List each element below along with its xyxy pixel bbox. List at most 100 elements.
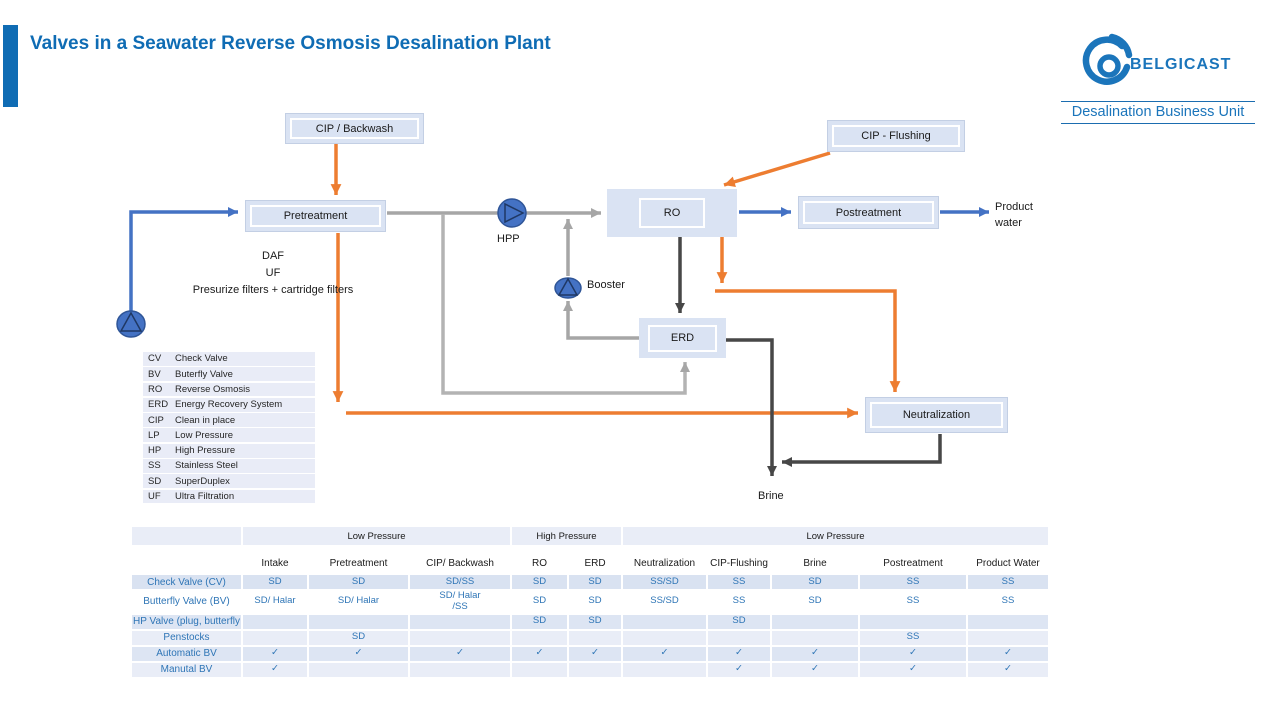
table-cell: SD (309, 575, 408, 589)
column-header: Postreatment (860, 547, 966, 573)
column-header: CIP/ Backwash (410, 547, 510, 573)
table-cell: SS (860, 575, 966, 589)
pretreatment-note-line1: DAF (262, 250, 284, 262)
table-cell: SD (772, 591, 858, 613)
group-header-cell: High Pressure (512, 527, 621, 545)
table-cell: ✓ (243, 662, 307, 677)
legend-desc: Stainless Steel (175, 460, 238, 472)
business-unit-label: Desalination Business Unit (1061, 101, 1255, 124)
table-cell: SS (860, 591, 966, 613)
ro-box: RO (607, 189, 737, 237)
table-cell: ✓ (243, 646, 307, 661)
row-label: Penstocks (132, 630, 241, 645)
table-cell: SD (569, 614, 621, 629)
column-header: Pretreatment (309, 547, 408, 573)
legend-abbr: SS (148, 460, 161, 472)
table-cell: ✓ (968, 662, 1048, 677)
erd-label: ERD (648, 324, 717, 352)
cip-flushing-box: CIP - Flushing (827, 120, 965, 152)
page-title: Valves in a Seawater Reverse Osmosis Des… (30, 33, 551, 54)
ro-label: RO (639, 198, 705, 228)
table-cell: SD/SS (410, 575, 510, 589)
legend-desc: Check Valve (175, 353, 228, 365)
brine-label: Brine (758, 490, 784, 502)
erd-box: ERD (639, 318, 726, 358)
table-cell: SD (569, 575, 621, 589)
column-header: CIP-Flushing (708, 547, 770, 573)
cip-flushing-label: CIP - Flushing (832, 125, 960, 147)
brand-name: BELGICAST (1130, 56, 1232, 73)
neutralization-to-brine-line (782, 434, 942, 467)
table-cell: SD (309, 630, 408, 645)
accent-bar (3, 25, 18, 107)
hpp-label: HPP (497, 233, 520, 245)
table-cell (623, 630, 706, 645)
legend-desc: Ultra Filtration (175, 491, 235, 503)
postreatment-box: Postreatment (798, 196, 939, 229)
table-cell: SD (243, 575, 307, 589)
column-header-empty (132, 547, 241, 573)
column-header: ERD (569, 547, 621, 573)
table-cell: SD (512, 575, 567, 589)
table-cell (243, 614, 307, 629)
legend-abbr: BV (148, 368, 161, 380)
legend-abbr: UF (148, 491, 161, 503)
table-cell: ✓ (772, 646, 858, 661)
table-cell: SD/ Halar (243, 591, 307, 613)
table-cell: SS (860, 630, 966, 645)
pretreatment-note-line2: UF (265, 267, 281, 280)
table-cell: SS (968, 575, 1048, 589)
row-label: Manutal BV (132, 662, 241, 677)
pretreatment-box: Pretreatment (245, 200, 386, 232)
row-label: Check Valve (CV) (132, 575, 241, 589)
table-cell (708, 630, 770, 645)
hpp-pump-icon (497, 198, 527, 228)
booster-pump-icon (554, 277, 582, 299)
cip-backwash-box: CIP / Backwash (285, 113, 424, 144)
table-cell: ✓ (860, 646, 966, 661)
table-cell: ✓ (708, 646, 770, 661)
table-cell (512, 630, 567, 645)
table-cell (410, 614, 510, 629)
table-cell (512, 662, 567, 677)
pretreatment-note: DAF UF Presurize filters + cartridge fil… (158, 248, 388, 299)
table-cell (309, 614, 408, 629)
row-label: Automatic BV (132, 646, 241, 661)
cip-backwash-label: CIP / Backwash (290, 118, 419, 139)
table-cell: ✓ (512, 646, 567, 661)
table-cell: ✓ (410, 646, 510, 661)
product-water-label: Product water (995, 201, 1033, 229)
erd-to-booster-line (563, 301, 639, 340)
table-cell: ✓ (569, 646, 621, 661)
neutralization-label: Neutralization (870, 402, 1003, 428)
neutralization-box: Neutralization (865, 397, 1008, 433)
legend-desc: Reverse Osmosis (175, 383, 250, 395)
table-cell: SS/SD (623, 591, 706, 613)
legend-row: SS Stainless Steel (143, 459, 315, 473)
valve-table-row: Penstocks SD SS (132, 630, 1048, 645)
ro-cip-to-neutralization-line (715, 289, 901, 392)
column-header: RO (512, 547, 567, 573)
table-cell: SD (772, 575, 858, 589)
table-cell (772, 630, 858, 645)
table-cell: ✓ (708, 662, 770, 677)
table-cell: ✓ (623, 646, 706, 661)
legend-desc: High Pressure (175, 445, 236, 457)
table-cell: SD/ Halar/SS (410, 591, 510, 613)
table-cell (243, 630, 307, 645)
pretreatment-note-line3: Presurize filters + cartridge filters (192, 284, 354, 297)
cip-flushing-to-ro-line (723, 151, 831, 188)
